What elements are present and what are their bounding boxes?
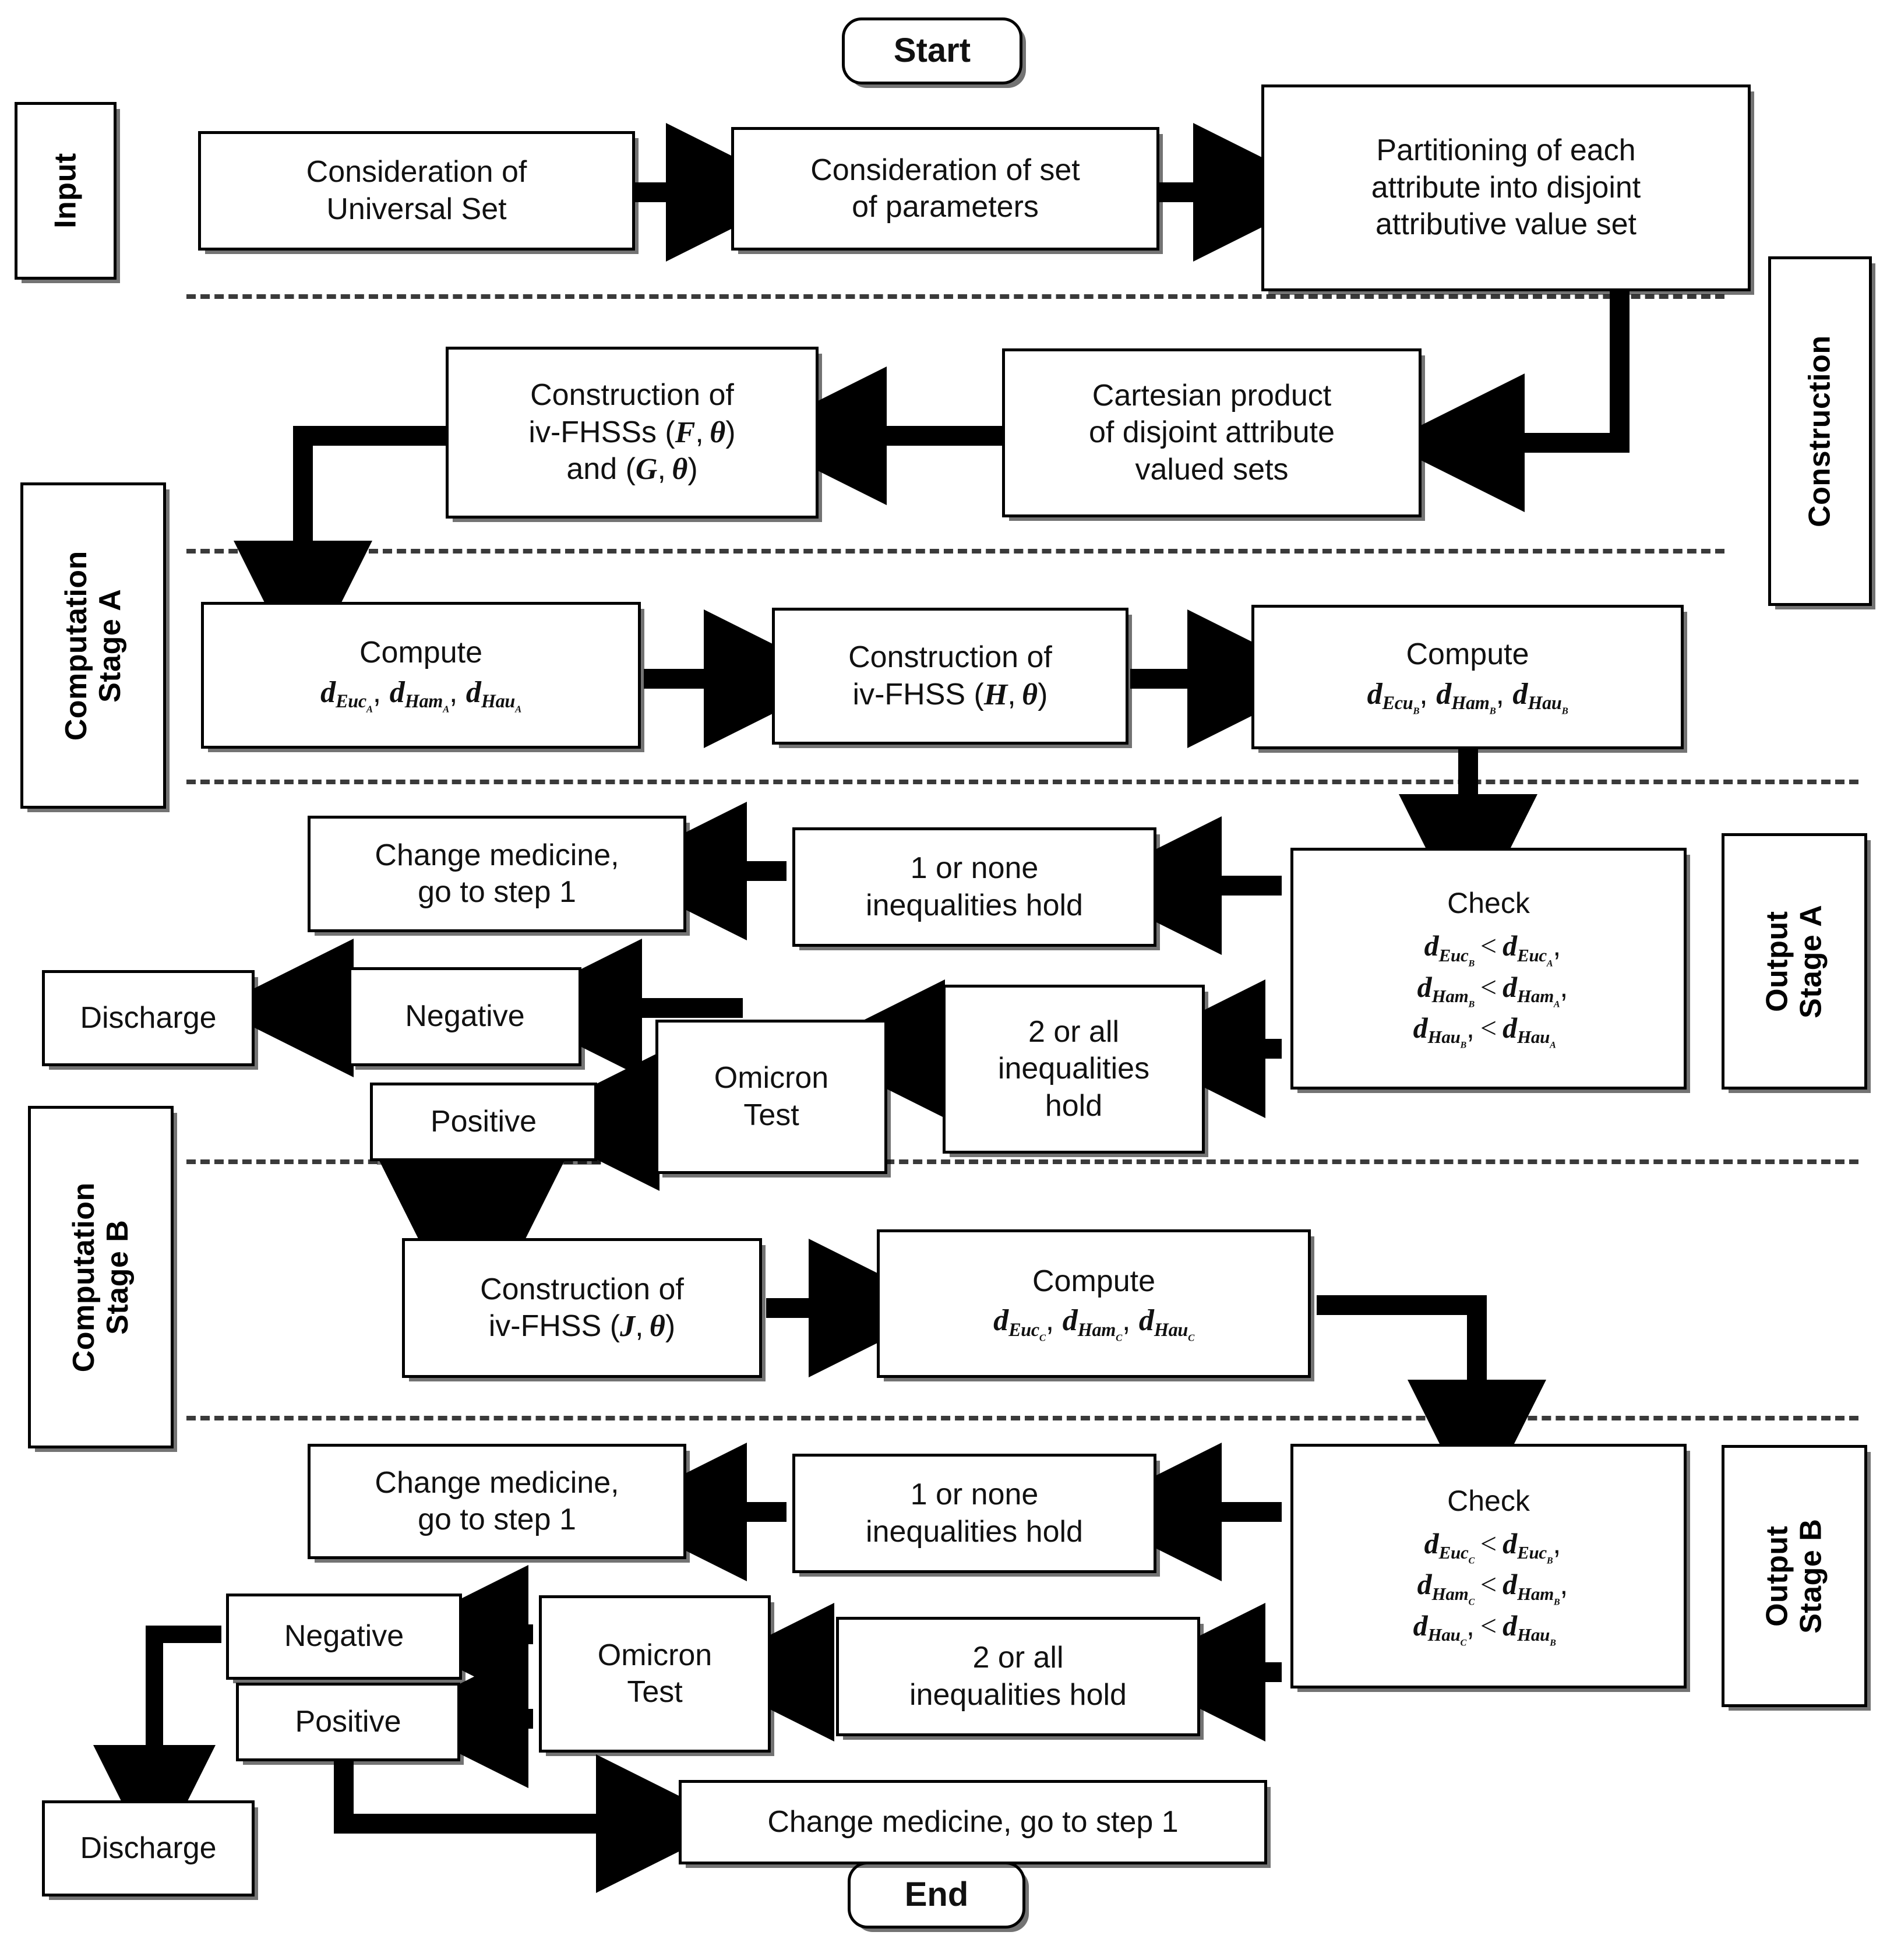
node-negative-b-label: Negative — [284, 1619, 404, 1654]
separator-input-construction — [186, 294, 1724, 299]
node-change-medicine-final-label: Change medicine, go to step 1 — [767, 1804, 1179, 1839]
separator-computation-a-output-a — [186, 780, 1858, 784]
separator-construction-computation-a — [186, 549, 1724, 554]
node-positive-b[interactable]: Positive — [236, 1683, 460, 1761]
node-compute-distances-b-label: Compute dEcuB, dHamB, dHauB — [1367, 637, 1568, 717]
band-label-input: Input — [15, 102, 117, 280]
node-compute-distances-b[interactable]: Compute dEcuB, dHamB, dHauB — [1251, 605, 1684, 749]
terminator-start[interactable]: Start — [842, 17, 1022, 84]
terminator-end[interactable]: End — [848, 1862, 1025, 1929]
node-compute-distances-c[interactable]: Compute dEucC, dHamC, dHauC — [877, 1229, 1311, 1378]
node-positive-b-label: Positive — [295, 1704, 401, 1739]
node-negative-a-label: Negative — [405, 999, 525, 1034]
node-check-stage-b-label: Check dEucC<dEucB, dHamC<dHamB, dHauC,<d… — [1413, 1484, 1568, 1648]
node-check-stage-a[interactable]: Check dEucB<dEucA, dHamB<dHamA, dHauB,<d… — [1290, 848, 1687, 1090]
separator-computation-b-output-b — [186, 1416, 1858, 1420]
terminator-start-label: Start — [893, 31, 971, 70]
node-change-medicine-a-label: Change medicine,go to step 1 — [375, 838, 619, 909]
node-construct-ivfhss-fg[interactable]: Construction of iv-FHSSs (F, θ) and (G, … — [446, 347, 819, 519]
node-discharge-a-label: Discharge — [80, 1000, 217, 1035]
node-change-medicine-final[interactable]: Change medicine, go to step 1 — [679, 1780, 1267, 1864]
node-positive-a-label: Positive — [430, 1104, 537, 1138]
terminator-end-label: End — [904, 1876, 969, 1914]
band-label-construction: Construction — [1768, 256, 1872, 606]
band-label-input-text: Input — [48, 153, 83, 229]
node-change-medicine-b-label: Change medicine,go to step 1 — [375, 1465, 619, 1536]
band-label-construction-text: Construction — [1803, 335, 1837, 527]
node-negative-a[interactable]: Negative — [348, 967, 581, 1066]
node-compute-distances-a[interactable]: Compute dEucA, dHamA, dHauA — [201, 602, 641, 749]
node-change-medicine-b[interactable]: Change medicine,go to step 1 — [308, 1444, 686, 1559]
separator-output-a-computation-b — [186, 1159, 1858, 1164]
node-construct-ivfhss-fg-label: Construction of iv-FHSSs (F, θ) and (G, … — [528, 378, 736, 487]
node-discharge-a[interactable]: Discharge — [42, 970, 255, 1066]
node-discharge-b[interactable]: Discharge — [42, 1800, 255, 1896]
node-positive-a[interactable]: Positive — [370, 1083, 597, 1161]
node-change-medicine-a[interactable]: Change medicine,go to step 1 — [308, 816, 686, 932]
node-check-stage-b[interactable]: Check dEucC<dEucB, dHamC<dHamB, dHauC,<d… — [1290, 1444, 1687, 1688]
node-compute-distances-a-label: Compute dEucA, dHamA, dHauA — [320, 636, 521, 715]
node-negative-b[interactable]: Negative — [226, 1594, 462, 1680]
node-check-stage-a-label: Check dEucB<dEucA, dHamB<dHamA, dHauB,<d… — [1413, 887, 1568, 1050]
node-compute-distances-c-label: Compute dEucC, dHamC, dHauC — [993, 1264, 1194, 1344]
node-discharge-b-label: Discharge — [80, 1831, 217, 1865]
